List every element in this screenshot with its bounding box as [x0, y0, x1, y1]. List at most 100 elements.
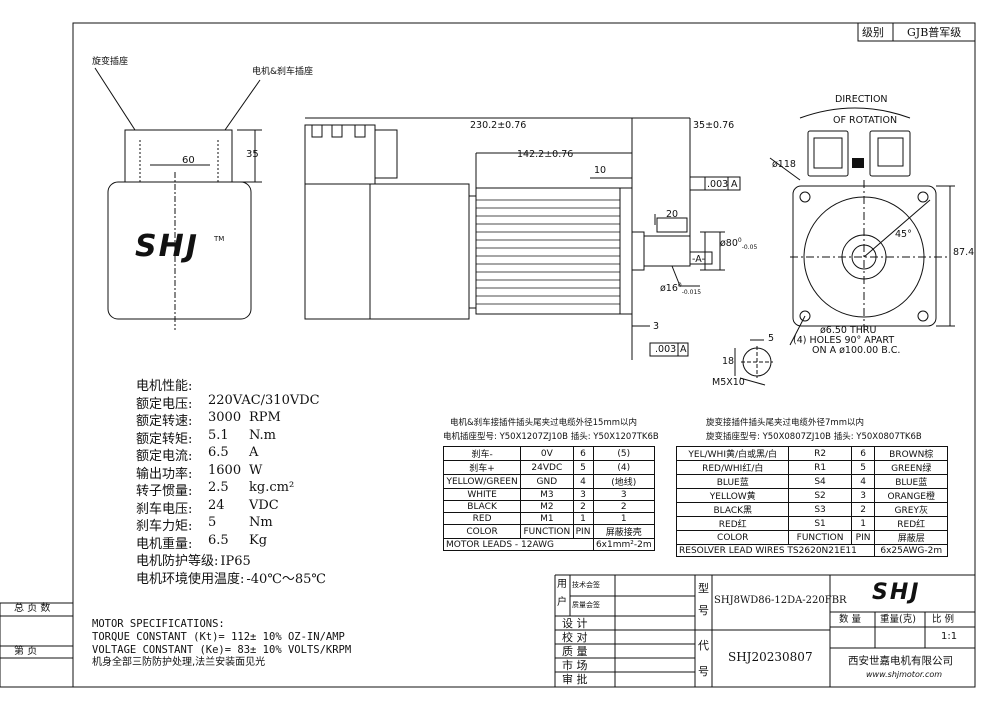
spec-value: 5.1: [208, 427, 229, 443]
page-no-label: 第 页: [14, 646, 38, 657]
table-cell: 0V: [520, 446, 574, 461]
tb-dai: 代: [698, 639, 709, 652]
tb-design: 设 计: [562, 617, 588, 630]
tb-hu: 户: [557, 597, 567, 608]
table-cell: 1: [592, 512, 656, 525]
table-cell: WHITE: [442, 488, 522, 501]
table-cell: 屏蔽接壳: [592, 524, 656, 539]
front-height: 87.4: [953, 247, 975, 258]
table-cell: S2: [788, 488, 852, 503]
key-length: 20: [666, 209, 679, 220]
shaft-diameter: ø160-0.015: [660, 282, 702, 297]
specs-en-voltage: VOLTAGE CONSTANT (Ke)= 83± 10% VOLTS/KRP…: [92, 644, 352, 656]
motor-table-title: 电机&刹车接插件插头尾夹过电缆外径15mm以内: [450, 418, 638, 428]
table-cell: 2: [850, 502, 876, 517]
tb-code-no: SHJ20230807: [728, 650, 813, 664]
table-cell: COLOR: [442, 524, 522, 539]
tb-weight: 重量(克): [880, 614, 916, 625]
spec-label: 额定电压:: [136, 396, 193, 412]
table-cell: 3: [572, 488, 594, 501]
perp-value: .003: [655, 344, 677, 355]
perp-datum: A: [680, 344, 687, 355]
spec-label: 电机性能:: [136, 379, 193, 394]
hole-note-2: (4) HOLES 90° APART: [793, 335, 895, 346]
spec-label: 转子惯量:: [136, 484, 193, 499]
spec-unit: VDC: [249, 497, 279, 513]
tb-tech-sign: 技术会签: [572, 581, 600, 589]
tb-quality: 质 量: [562, 645, 588, 658]
spec-unit: kg.cm²: [249, 480, 295, 495]
table-cell: RED红: [874, 516, 948, 531]
spec-row: 电机防护等级:IP65: [136, 550, 251, 569]
tb-model-no: SHJ8WD86-12DA-220FBR: [714, 595, 847, 606]
table-cell: 3: [592, 488, 656, 501]
spec-label: 额定转速:: [136, 414, 193, 429]
table-cell: M1: [520, 512, 574, 525]
spec-label: 电机环境使用温度:: [136, 571, 245, 587]
table-cell: S3: [788, 502, 852, 517]
specs-en-torque: TORQUE CONSTANT (Kt)= 112± 10% OZ-IN/AMP: [92, 631, 345, 643]
tb-check: 校 对: [562, 631, 588, 644]
spec-label: 额定转矩:: [136, 431, 193, 447]
hole-note-3: ON A ø100.00 B.C.: [812, 345, 901, 356]
table-cell: BLUE蓝: [675, 474, 790, 489]
spec-value: 5: [208, 515, 217, 530]
spec-value: 220VAC/310VDC: [208, 392, 320, 408]
table-cell: R1: [788, 460, 852, 475]
table-cell: (地线): [592, 474, 656, 489]
angle-label: 45°: [895, 229, 912, 240]
table-cell: S1: [788, 516, 852, 531]
table-cell: BLUE蓝: [874, 474, 948, 489]
table-cell: 5: [850, 460, 876, 475]
table-cell: 4: [850, 474, 876, 489]
table-cell: 5: [572, 460, 594, 475]
spec-value: 24: [208, 497, 225, 513]
tb-market: 市 场: [562, 659, 588, 672]
table-cell: 刹车+: [442, 460, 522, 475]
table-cell: YEL/WHI黄/白或黑/白: [675, 446, 790, 461]
table-cell: M2: [520, 500, 574, 513]
table-cell: BROWN棕: [874, 446, 948, 461]
table-cell: (5): [592, 446, 656, 461]
spec-label: 电机重量:: [136, 536, 193, 552]
spec-row: 电机性能:: [136, 375, 192, 394]
key-width: 5: [768, 333, 775, 344]
spec-value: 2.5: [208, 480, 229, 495]
tb-hao: 号: [698, 604, 709, 617]
shj-logo-tm: TM: [214, 235, 225, 243]
tb-company: 西安世嘉电机有限公司: [848, 655, 953, 667]
table-cell: 3: [850, 488, 876, 503]
table-cell: R2: [788, 446, 852, 461]
table-cell: COLOR: [675, 530, 790, 545]
spec-row: 电机环境使用温度:-40℃～85℃: [136, 568, 326, 587]
table-cell: YELLOW黄: [675, 488, 790, 503]
table-cell: M3: [520, 488, 574, 501]
shj-logo: SHJ: [135, 229, 199, 264]
tb-hao2: 号: [698, 665, 709, 678]
spec-unit: W: [249, 462, 263, 478]
dim-height: 35: [246, 149, 259, 160]
resolver-socket-label: 旋变插座: [92, 57, 129, 67]
datum-box: -A-: [692, 254, 705, 265]
tb-xing: 型: [698, 582, 709, 595]
spec-unit: Nm: [249, 515, 273, 530]
tb-website: www.shjmotor.com: [866, 670, 943, 679]
table-cell: YELLOW/GREEN: [442, 474, 522, 489]
resolver-table-title: 旋变接插件插头尾夹过电缆外径7mm以内: [706, 418, 864, 428]
